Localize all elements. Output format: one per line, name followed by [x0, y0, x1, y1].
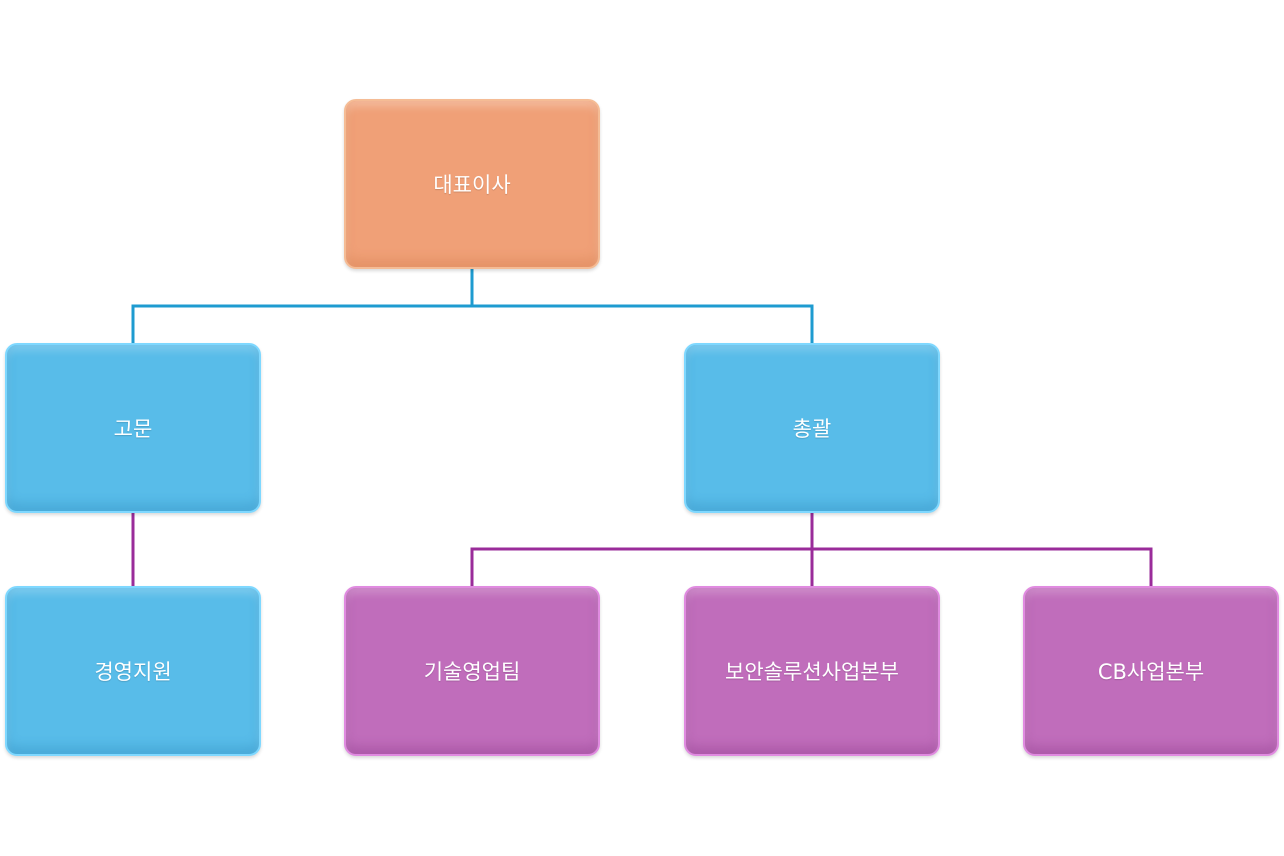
node-ceo: 대표이사 [344, 99, 600, 269]
node-cb-business-label: CB사업본부 [1097, 660, 1205, 684]
node-advisor: 고문 [5, 343, 261, 513]
node-ceo-label: 대표이사 [433, 173, 511, 197]
connector-ceo-general [472, 304, 814, 343]
node-general: 총괄 [684, 343, 940, 513]
node-general-label: 총괄 [792, 417, 832, 441]
node-tech-sales-label: 기술영업팀 [423, 660, 521, 684]
node-tech-sales: 기술영업팀 [344, 586, 600, 756]
node-cb-business: CB사업본부 [1023, 586, 1279, 756]
node-security-solutions: 보안솔루션사업본부 [684, 586, 940, 756]
node-management-support-label: 경영지원 [94, 660, 172, 684]
node-management-support: 경영지원 [5, 586, 261, 756]
node-security-solutions-label: 보안솔루션사업본부 [725, 660, 899, 684]
connector-general-branch [470, 547, 1153, 586]
connector-ceo-advisor [131, 304, 472, 343]
node-advisor-label: 고문 [113, 417, 153, 441]
